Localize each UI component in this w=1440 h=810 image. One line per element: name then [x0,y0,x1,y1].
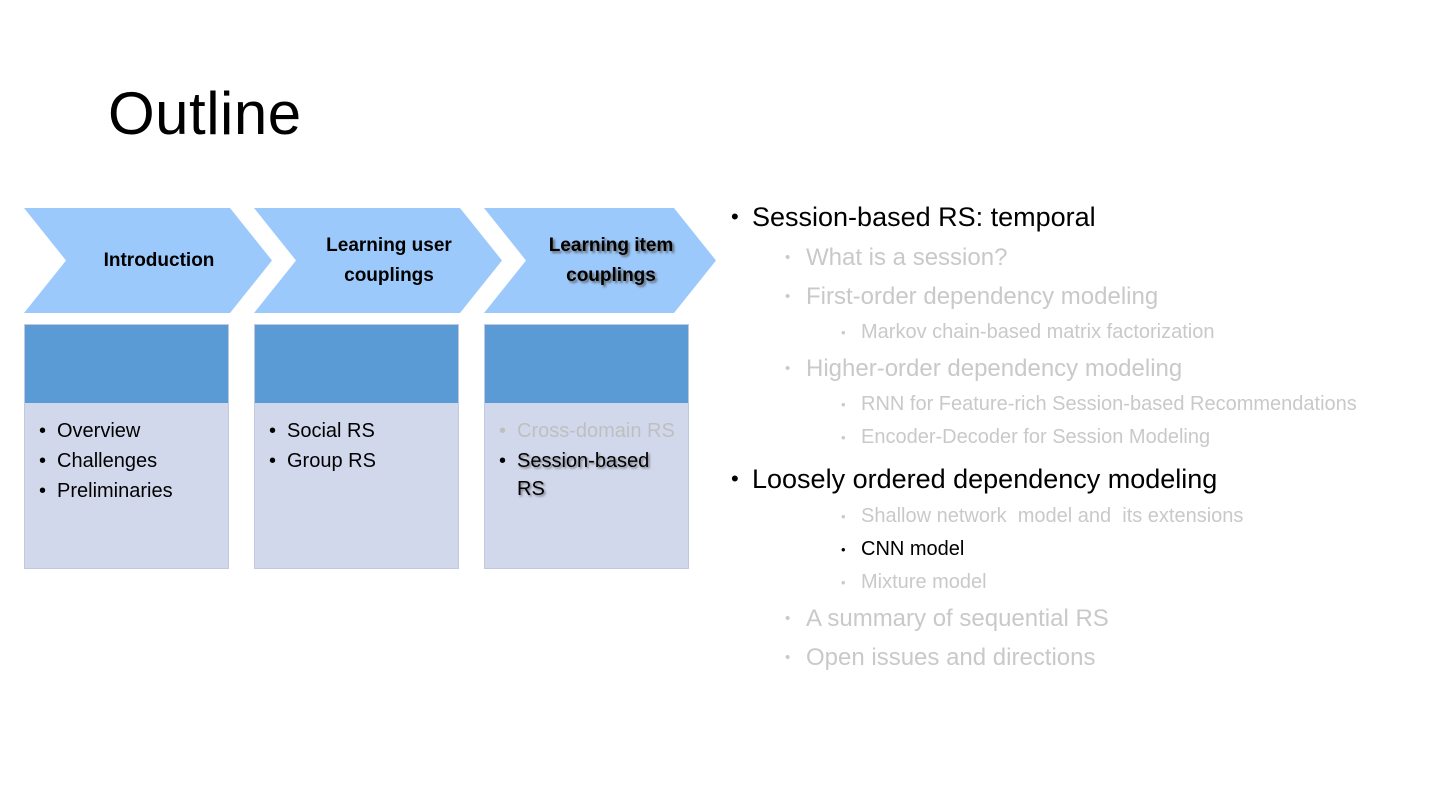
outline-item-level-2[interactable]: • Higher-order dependency modeling [725,349,1425,388]
bullet-icon: • [841,509,846,524]
stage-box-3-body: Cross-domain RS Session-based RS [485,403,688,513]
bullet-icon: • [785,249,791,266]
bullet-icon: • [841,542,846,557]
outline-item-level-3[interactable]: • RNN for Feature-rich Session-based Reco… [725,388,1425,421]
outline-item-level-3[interactable]: • Encoder-Decoder for Session Modeling [725,421,1425,454]
outline-item-level-2[interactable]: • First-order dependency modeling [725,277,1425,316]
bullet-icon: • [841,325,846,340]
outline-item-level-1[interactable]: • Session-based RS: temporal [725,196,1425,238]
stage-3-item[interactable]: Cross-domain RS [495,417,680,445]
outline-list: • Session-based RS: temporal • What is a se… [725,192,1425,677]
outline-item-level-1[interactable]: • Loosely ordered dependency modeling [725,458,1425,500]
stage-box-2-body: Social RS Group RS [255,403,458,485]
stage-3-item[interactable]: Session-based RS [495,447,680,503]
outline-item-label: CNN model [861,538,965,560]
outline-item-label: Shallow network model and its extensions [861,505,1244,527]
stage-box-3-header [485,325,688,403]
bullet-icon: • [785,610,791,627]
bullet-icon: • [785,288,791,305]
stage-1-item[interactable]: Challenges [35,447,220,475]
bullet-icon: • [841,575,846,590]
process-diagram: Introduction Learning user couplings Lea… [0,0,720,810]
outline-item-level-2[interactable]: • Open issues and directions [725,638,1425,677]
stage-box-learning-user-couplings[interactable]: Social RS Group RS [254,324,459,569]
bullet-icon: • [785,360,791,377]
stage-box-1-body: Overview Challenges Preliminaries [25,403,228,515]
outline-item-label: Mixture model [861,571,987,593]
outline-item-label: Open issues and directions [806,644,1096,671]
stage-box-1-header [25,325,228,403]
outline-item-level-3[interactable]: • CNN model [725,533,1425,566]
chevron-stage-2[interactable]: Learning user couplings [254,208,502,313]
bullet-icon: • [731,466,739,491]
stage-box-2-header [255,325,458,403]
outline-item-label: RNN for Feature-rich Session-based Recom… [861,393,1357,415]
outline-item-label: Encoder-Decoder for Session Modeling [861,426,1211,448]
outline-item-level-3[interactable]: • Markov chain-based matrix factorization [725,316,1425,349]
stage-box-introduction[interactable]: Overview Challenges Preliminaries [24,324,229,569]
chevron-stage-1-label: Introduction [103,249,215,271]
stage-2-item[interactable]: Social RS [265,417,450,445]
chevron-stage-2-label: Learning user couplings [326,234,452,286]
outline-item-level-2[interactable]: • What is a session? [725,238,1425,277]
chevron-stage-3-label: Learning item couplings [548,234,674,286]
outline-item-level-3[interactable]: • Shallow network model and its extension… [725,500,1425,533]
stage-1-item[interactable]: Preliminaries [35,477,220,505]
stage-2-item[interactable]: Group RS [265,447,450,475]
outline-item-label: First-order dependency modeling [806,283,1159,310]
chevron-stage-3[interactable]: Learning item couplings [484,208,716,313]
outline-item-label: Session-based RS: temporal [752,202,1096,232]
outline-item-label: Loosely ordered dependency modeling [752,464,1218,494]
bullet-icon: • [785,649,791,666]
outline-item-label: Markov chain-based matrix factorization [861,321,1215,343]
stage-box-learning-item-couplings[interactable]: Cross-domain RS Session-based RS [484,324,689,569]
outline-item-label: What is a session? [806,244,1008,271]
bullet-icon: • [841,430,846,445]
stage-1-item[interactable]: Overview [35,417,220,445]
outline-item-label: A summary of sequential RS [806,605,1109,632]
page-title: Outline [108,80,302,147]
bullet-icon: • [841,397,846,412]
outline-item-level-3[interactable]: • Mixture model [725,566,1425,599]
outline-item-label: Higher-order dependency modeling [806,355,1183,382]
bullet-icon: • [731,204,739,229]
chevron-stage-1[interactable]: Introduction [24,208,272,313]
outline-item-level-2[interactable]: • A summary of sequential RS [725,599,1425,638]
